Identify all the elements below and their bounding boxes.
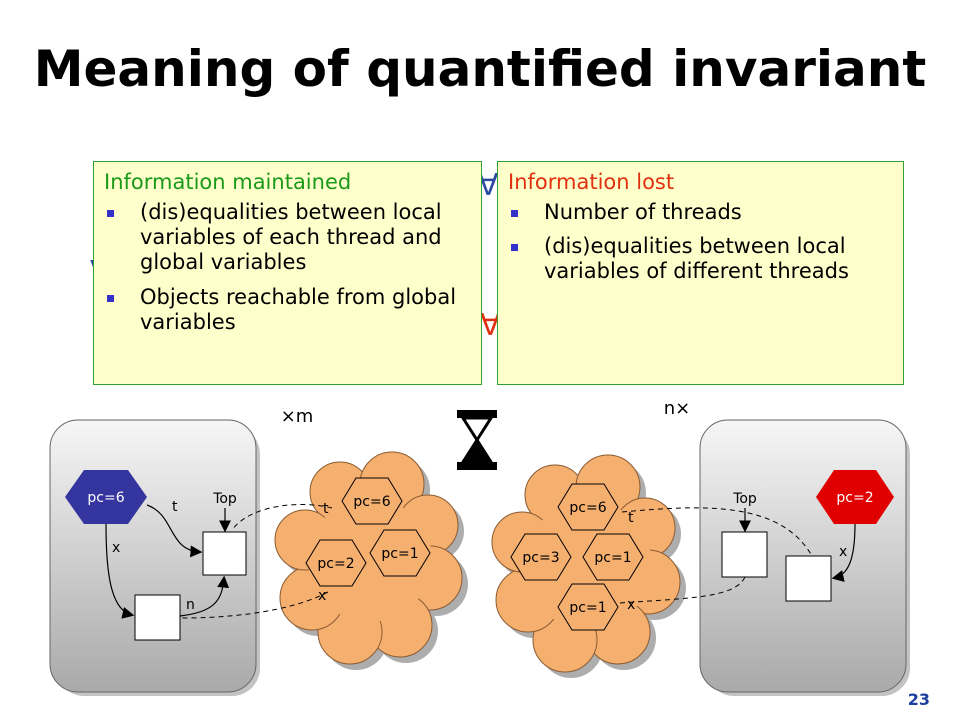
right-cloud-pc-b: pc=3 — [522, 550, 559, 566]
hourglass-icon — [457, 410, 497, 470]
right-second-node — [785, 555, 832, 602]
left-thread-hexagon — [65, 470, 147, 524]
right-cloud-hex-b — [510, 533, 572, 581]
right-x-edge — [831, 523, 856, 582]
maintained-list: (dis)equalities between local variables … — [104, 200, 471, 335]
right-top-label: Top — [732, 491, 757, 507]
left-n-edge — [179, 575, 230, 617]
left-cloud-hex-a — [341, 477, 403, 525]
left-n-label: n — [186, 597, 195, 613]
maintained-item: (dis)equalities between local variables … — [104, 200, 471, 276]
right-cloud-pc-a: pc=6 — [569, 500, 606, 516]
left-x-edge — [105, 523, 135, 619]
formula-fragment-mid: ∀ — [480, 308, 501, 343]
right-x-label: x — [839, 544, 847, 560]
left-multiplier: ×m — [281, 406, 314, 427]
information-lost-box: Information lost Number of threads (dis)… — [497, 161, 904, 385]
right-cloud-x-label: x — [627, 597, 635, 613]
right-dashed-bottom-link — [619, 576, 746, 604]
right-cloud-pc-c: pc=1 — [594, 550, 631, 566]
left-cloud-pc-b: pc=2 — [317, 556, 354, 572]
lost-item: (dis)equalities between local variables … — [508, 234, 893, 284]
left-second-node — [134, 594, 181, 641]
lost-heading: Information lost — [508, 170, 675, 194]
maintained-heading: Information maintained — [104, 170, 352, 194]
left-cloud-t-label: t — [323, 501, 329, 517]
right-dashed-top-link — [621, 507, 813, 557]
lost-item: Number of threads — [508, 200, 893, 225]
left-thread-label: pc=6 — [87, 490, 124, 506]
information-maintained-box: Information maintained (dis)equalities b… — [93, 161, 482, 385]
maintained-item: Objects reachable from global variables — [104, 285, 471, 335]
left-cloud-hex-b — [305, 539, 367, 587]
left-top-label: Top — [212, 491, 237, 507]
left-cloud-pc-a: pc=6 — [353, 494, 390, 510]
right-cloud-hex-c — [582, 533, 644, 581]
left-x-label: x — [112, 540, 120, 556]
right-top-node — [721, 531, 768, 578]
left-cloud-x-label: x — [318, 588, 326, 604]
right-thread-label: pc=2 — [836, 490, 873, 506]
left-cloud-hex-c — [369, 529, 431, 577]
right-cloud-t-label: t — [628, 510, 634, 526]
left-t-label: t — [172, 499, 178, 515]
left-cloud-pc-c: pc=1 — [381, 546, 418, 562]
left-top-node — [202, 531, 247, 576]
formula-fragment-top: ∀ — [478, 168, 499, 203]
lost-list: Number of threads (dis)equalities betwee… — [508, 200, 893, 285]
left-dashed-bottom-link — [181, 591, 329, 619]
right-cloud-pc-d: pc=1 — [569, 600, 606, 616]
right-thread-hexagon — [816, 470, 894, 524]
right-cloud-hex-d — [557, 583, 619, 631]
right-multiplier: n× — [664, 398, 691, 419]
page-number: 23 — [907, 690, 930, 709]
right-cloud-hex-a — [557, 483, 619, 531]
left-t-edge — [146, 504, 203, 558]
left-dashed-top-link — [231, 503, 333, 531]
slide-title: Meaning of quantified invariant — [33, 40, 927, 98]
